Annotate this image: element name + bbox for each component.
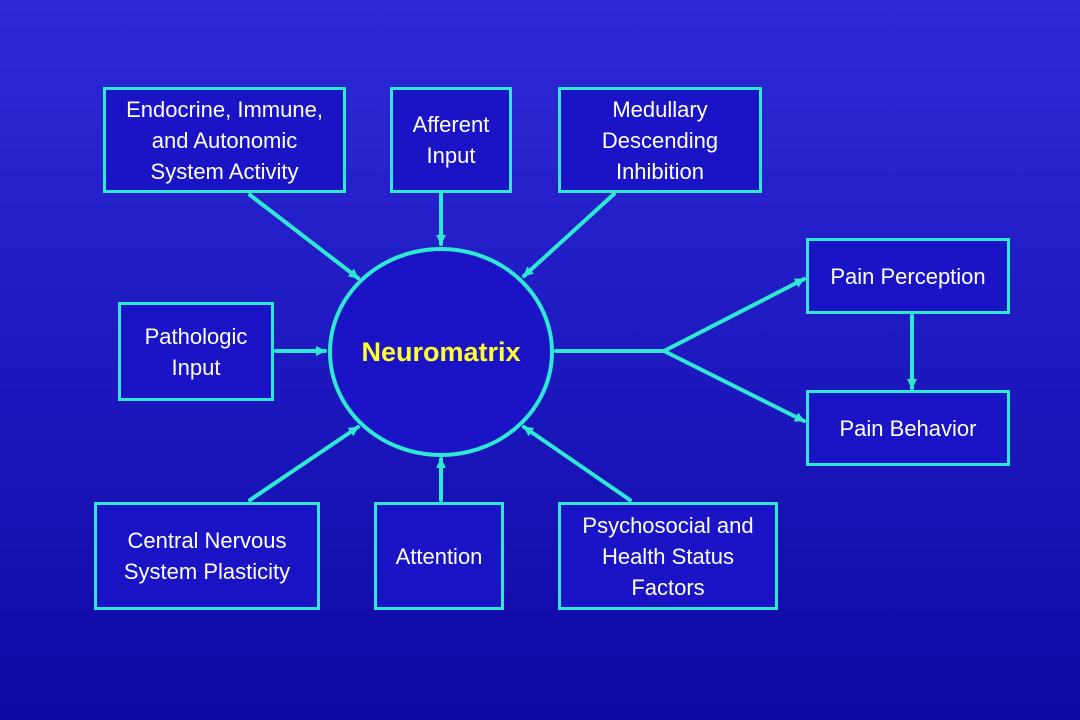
arrow-to-pain-perception bbox=[662, 277, 806, 353]
box-pain-behavior: Pain Behavior bbox=[806, 390, 1010, 466]
box-psychosocial-health-status: Psychosocial and Health Status Factors bbox=[558, 502, 778, 610]
arrow-psychosocial-to-hub bbox=[522, 425, 632, 502]
arrow-endocrine-to-hub bbox=[248, 193, 360, 280]
neuromatrix-hub: Neuromatrix bbox=[328, 247, 554, 457]
box-endocrine-immune-autonomic: Endocrine, Immune, and Autonomic System … bbox=[103, 87, 346, 193]
arrow-to-pain-behavior bbox=[662, 349, 806, 423]
box-central-nervous-system-plasticity: Central Nervous System Plasticity bbox=[94, 502, 320, 610]
neuromatrix-label: Neuromatrix bbox=[361, 336, 521, 367]
box-medullary-descending-inhibition: Medullary Descending Inhibition bbox=[558, 87, 762, 193]
arrow-cns-to-hub bbox=[248, 425, 360, 502]
arrow-medullary-to-hub bbox=[522, 192, 616, 278]
box-afferent-input: Afferent Input bbox=[390, 87, 512, 193]
box-attention: Attention bbox=[374, 502, 504, 610]
box-pain-perception: Pain Perception bbox=[806, 238, 1010, 314]
box-pathologic-input: Pathologic Input bbox=[118, 302, 274, 401]
